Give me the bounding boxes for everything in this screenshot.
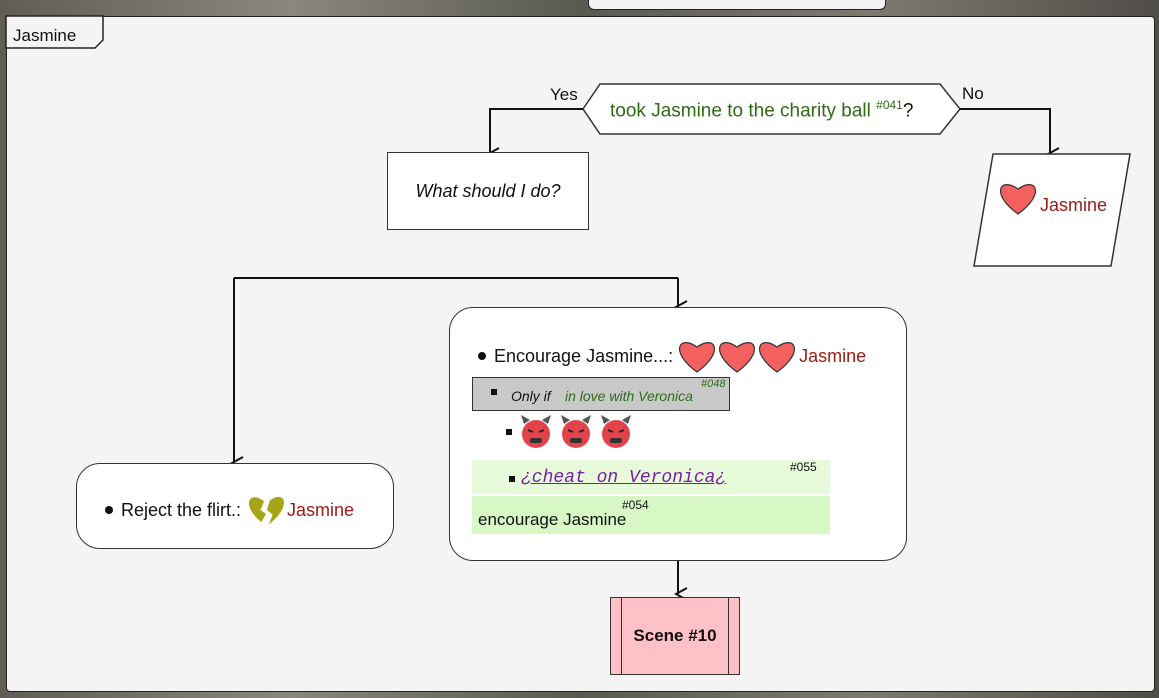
what-should-i-do-note: What should I do? <box>387 152 589 230</box>
devil-faces-row <box>506 414 634 450</box>
cheat-text: ¿cheat on Veronica¿ <box>521 468 727 488</box>
devil-face-icon <box>521 415 551 448</box>
no-label: No <box>962 84 984 103</box>
no-branch-output <box>973 153 1131 267</box>
panel-tab-label: Jasmine <box>13 26 77 45</box>
square-bullet <box>506 429 512 435</box>
square-bullet <box>491 389 497 395</box>
heart-icon <box>999 184 1037 215</box>
condition-text: in love with Veronica <box>565 388 693 404</box>
no-branch-content: Jasmine <box>998 180 1107 216</box>
cheat-row: ¿cheat on Veronica¿ #055 <box>472 460 830 494</box>
square-bullet <box>509 476 515 482</box>
condition-ref: #041 <box>876 98 903 112</box>
bullet <box>478 352 486 360</box>
condition-prefix: Only if <box>511 388 551 404</box>
encourage-label: Encourage Jasmine...: <box>494 345 674 366</box>
effect-text: encourage Jasmine <box>478 510 627 529</box>
previous-node-box <box>588 0 886 10</box>
heart-icon <box>679 342 716 373</box>
broken-heart-icon <box>248 496 285 525</box>
condition-box: Only if in love with Veronica #048 <box>472 377 730 411</box>
character-name: Jasmine <box>1040 195 1108 215</box>
note-text: What should I do? <box>415 180 561 201</box>
bullet <box>105 506 113 514</box>
devil-face-icon <box>561 415 591 448</box>
panel-tab-shape <box>5 15 104 49</box>
question-mark: ? <box>902 100 914 122</box>
character-name: Jasmine <box>799 345 867 366</box>
yes-connector <box>490 108 583 154</box>
devil-face-icon <box>601 415 631 448</box>
reject-flirt-option: Reject the flirt.: Jasmine <box>76 463 394 549</box>
encourage-jasmine-option: Encourage Jasmine...: Jasmine Only if in… <box>449 307 907 561</box>
no-connector <box>960 108 1050 154</box>
yes-label: Yes <box>550 85 578 104</box>
reject-label: Reject the flirt.: <box>121 499 242 520</box>
character-name: Jasmine <box>287 499 355 520</box>
effect-row: encourage Jasmine #054 <box>472 496 830 534</box>
heart-icon <box>759 342 796 373</box>
decision-condition: took Jasmine to the charity ball #041? <box>610 98 913 122</box>
effect-ref: #054 <box>622 498 649 512</box>
scene-label: Scene #10 <box>633 626 717 645</box>
scene-10-box: Scene #10 <box>610 597 740 675</box>
cheat-ref: #055 <box>790 460 817 474</box>
condition-text: took Jasmine to the charity ball <box>610 100 871 122</box>
condition-ref: #048 <box>701 378 726 390</box>
heart-icon <box>719 342 756 373</box>
